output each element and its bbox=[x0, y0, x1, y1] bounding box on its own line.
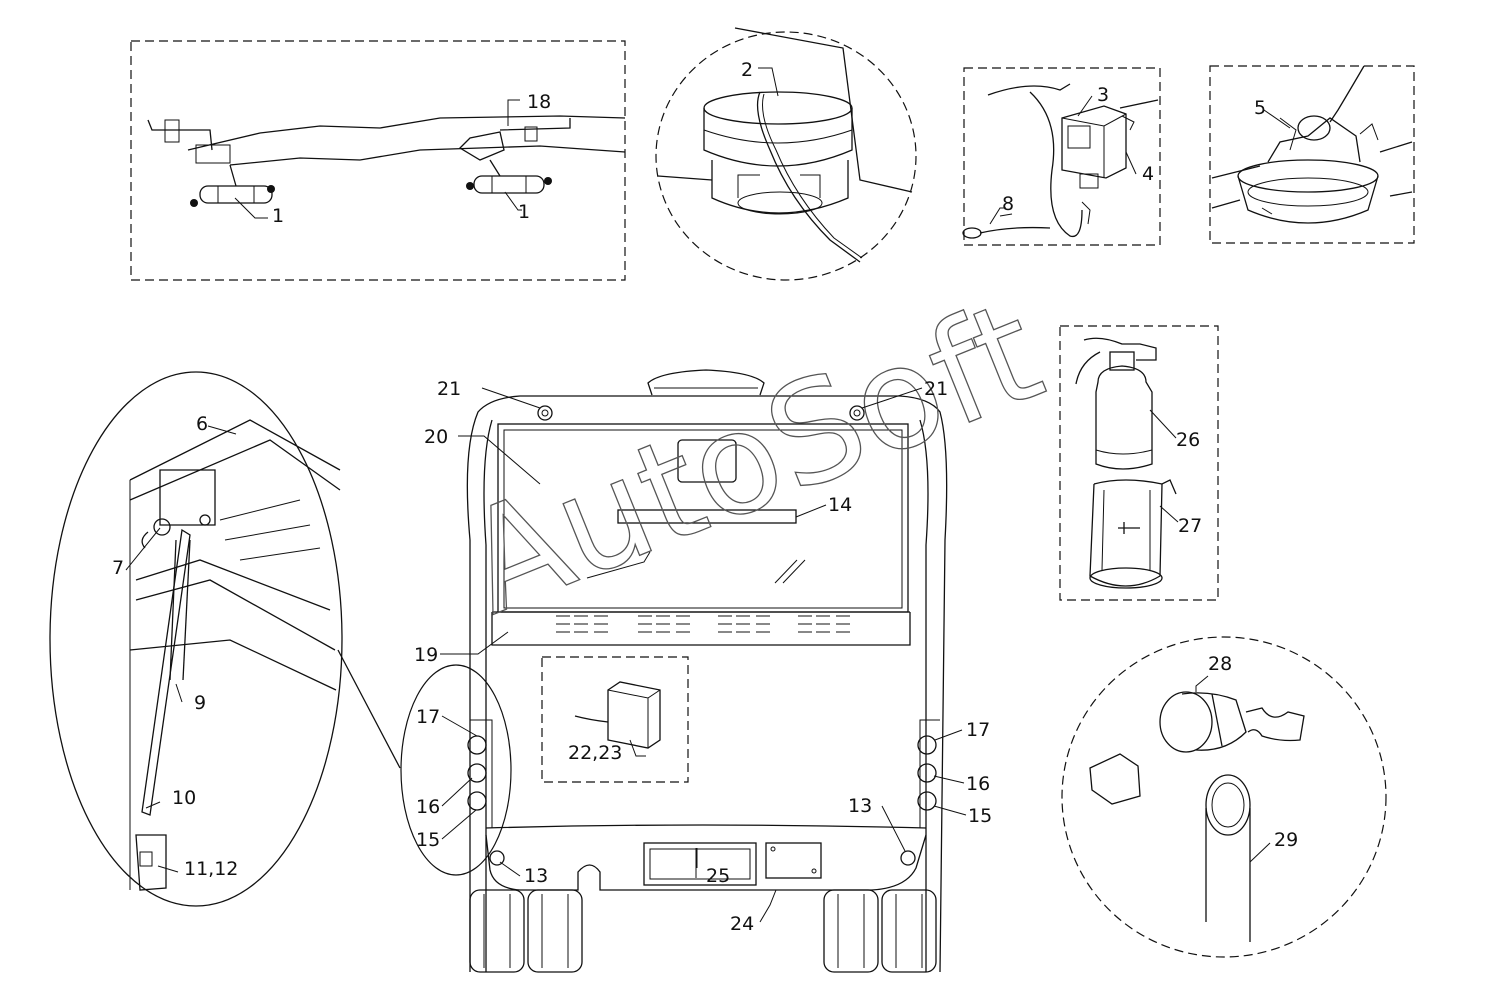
callout-9: 9 bbox=[194, 692, 206, 714]
callout-4: 4 bbox=[1142, 163, 1154, 185]
callout-6: 6 bbox=[196, 413, 208, 435]
watermark-text: AutoSoft bbox=[444, 270, 1063, 646]
callout-15-left: 15 bbox=[416, 829, 440, 851]
callout-7: 7 bbox=[112, 557, 124, 579]
callout-21-left: 21 bbox=[437, 378, 461, 400]
callout-16-left: 16 bbox=[416, 796, 440, 818]
callout-13-right: 13 bbox=[848, 795, 872, 817]
inset-extinguisher bbox=[1059, 325, 1219, 601]
inset-gas-strut bbox=[49, 371, 401, 907]
callout-11-12: 11,12 bbox=[184, 858, 238, 880]
callout-1-right: 1 bbox=[518, 201, 530, 223]
callout-29: 29 bbox=[1274, 829, 1298, 851]
callout-15-right: 15 bbox=[968, 805, 992, 827]
callout-17-right: 17 bbox=[966, 719, 990, 741]
callout-labels: 1 1 18 2 3 4 8 5 6 7 9 10 11,12 21 21 20… bbox=[112, 59, 1298, 935]
rear-vent-grille bbox=[556, 615, 850, 633]
callout-10: 10 bbox=[172, 787, 196, 809]
callout-17-left: 17 bbox=[416, 706, 440, 728]
callout-28: 28 bbox=[1208, 653, 1232, 675]
rear-wheels bbox=[469, 889, 937, 973]
callout-3: 3 bbox=[1097, 84, 1109, 106]
watermark: AutoSoft bbox=[443, 269, 1063, 647]
vehicle-rear-view bbox=[400, 369, 948, 973]
callout-24: 24 bbox=[730, 913, 754, 935]
callout-2: 2 bbox=[741, 59, 753, 81]
callout-1-left: 1 bbox=[272, 205, 284, 227]
callout-18: 18 bbox=[527, 91, 551, 113]
callout-21-right: 21 bbox=[924, 378, 948, 400]
inset-relay bbox=[962, 67, 1161, 246]
callout-13-left: 13 bbox=[524, 865, 548, 887]
callout-22-23: 22,23 bbox=[568, 742, 622, 764]
inset-marker-light bbox=[1209, 65, 1415, 244]
inset-filler-cap bbox=[1061, 636, 1387, 958]
callout-20: 20 bbox=[424, 426, 448, 448]
callout-8: 8 bbox=[1002, 193, 1014, 215]
callout-5: 5 bbox=[1254, 97, 1266, 119]
leader-lines bbox=[125, 95, 1291, 923]
callout-16-right: 16 bbox=[966, 773, 990, 795]
callout-26: 26 bbox=[1176, 429, 1200, 451]
callout-14: 14 bbox=[828, 494, 852, 516]
callout-25: 25 bbox=[706, 865, 730, 887]
inset-dome-lamp bbox=[655, 27, 917, 281]
callout-27: 27 bbox=[1178, 515, 1202, 537]
inset-roof-lamps bbox=[130, 40, 626, 281]
callout-19: 19 bbox=[414, 644, 438, 666]
